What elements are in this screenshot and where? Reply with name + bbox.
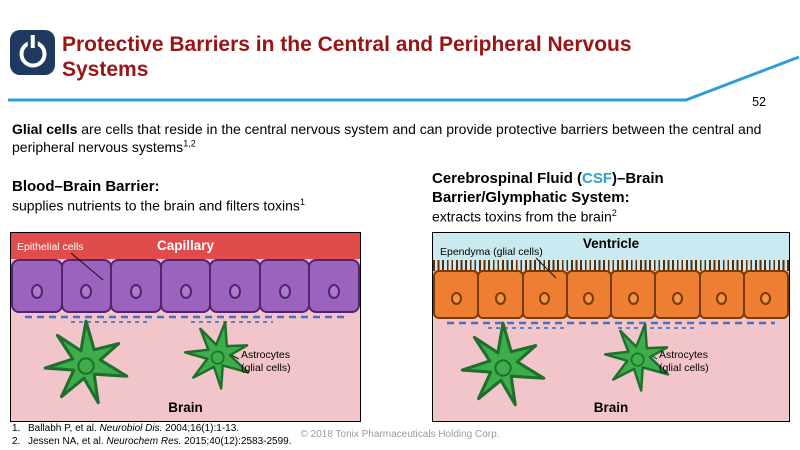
bbb-heading-line: Blood–Brain Barrier: [12, 178, 160, 195]
csf-heading-line2: Barrier/Glymphatic System: [432, 188, 630, 206]
astrocyte-shape [460, 321, 546, 407]
brain-label: Brain [593, 400, 629, 415]
ependyma-label: Ependyma (glial cells) [440, 246, 543, 258]
intro-sup: 1,2 [183, 138, 196, 149]
footnotes: 1. Ballabh P, et al. Neurobiol Dis. 2004;… [12, 422, 292, 448]
footnote-2: 2. Jessen NA, et al. Neurochem Res. 2015;… [12, 435, 292, 448]
ependymal-cell [610, 270, 657, 319]
csf-heading-prefix: Cerebrospinal Fluid ( [432, 170, 583, 187]
title-line1: Protective Barriers in the Central and P… [62, 33, 632, 56]
bbb-subheading-sup: 1 [299, 196, 305, 207]
leader-line [631, 342, 658, 360]
cell-nucleus [80, 284, 93, 299]
ependyma-cells-row [433, 270, 789, 319]
footnote-journal: Neurobiol Dis. [99, 423, 163, 434]
leader-line [207, 342, 240, 360]
footnote-1: 1. Ballabh P, et al. Neurobiol Dis. 2004;… [12, 422, 292, 435]
csf-heading-line1: Cerebrospinal Fluid (CSF)–Brain [432, 170, 664, 189]
brain-label: Brain [168, 400, 203, 415]
csf-subheading: extracts toxins from the brain2 [432, 208, 664, 226]
astrocytes-label-line2: (glial cells) [659, 362, 709, 375]
ependymal-cell [521, 270, 568, 319]
capillary-label: Capillary [156, 238, 215, 253]
epithelial-cell [110, 259, 162, 313]
csf-subheading-sup: 2 [611, 207, 617, 218]
cell-nucleus [328, 284, 341, 299]
cell-nucleus [450, 292, 462, 305]
copyright-notice: © 2018 Tonix Pharmaceuticals Holding Cor… [300, 429, 500, 440]
ependymal-cell [654, 270, 701, 319]
ependymal-cell [698, 270, 745, 319]
csf-subheading-text: extracts toxins from the brain [432, 208, 612, 225]
astrocytes-label-line2: (glial cells) [241, 362, 291, 375]
footnote-authors: Jessen NA, et al. [28, 436, 107, 448]
cell-nucleus [760, 292, 772, 305]
csf-heading: Cerebrospinal Fluid (CSF)–Brain Barrier/… [432, 170, 664, 226]
intro-text: Glial cells are cells that reside in the… [12, 120, 790, 157]
astrocytes-label: Astrocytes (glial cells) [659, 349, 709, 375]
epithelial-cell [60, 259, 113, 313]
footnote-number: 1. [12, 423, 21, 434]
astrocytes-label: Astrocytes (glial cells) [241, 349, 291, 375]
title-line2: Systems [62, 57, 149, 81]
cilia-fringe [433, 260, 789, 271]
cell-nucleus [30, 284, 43, 299]
ependymal-cell [433, 270, 480, 319]
csf-heading-suffix: )–Brain [612, 170, 664, 187]
cell-nucleus [716, 292, 728, 305]
epithelial-cell [258, 259, 311, 313]
astrocyte-shape [43, 319, 129, 405]
power-icon-stem [30, 35, 35, 48]
astrocytes-label-line1: Astrocytes [659, 349, 709, 361]
epithelial-cell [308, 259, 361, 313]
cell-nucleus [278, 284, 291, 299]
page-title: Protective Barriers in the Central and P… [62, 33, 632, 82]
cell-nucleus [494, 292, 506, 305]
astrocytes-label-line1: Astrocytes [241, 349, 291, 361]
bbb-subheading: supplies nutrients to the brain and filt… [12, 197, 305, 215]
epithelial-cells-row [11, 259, 361, 313]
epithelial-cell [159, 259, 212, 313]
blood-brain-barrier-heading: Blood–Brain Barrier: supplies nutrients … [12, 178, 305, 215]
cell-nucleus [671, 292, 683, 305]
footnote-authors: Ballabh P, et al. [28, 423, 100, 434]
cell-nucleus [583, 292, 595, 305]
csf-brain-barrier-diagram: Ventricle E [432, 232, 790, 422]
intro-bold: Glial cells [12, 121, 78, 137]
footnote-number: 2. [12, 436, 21, 448]
cell-nucleus [229, 284, 242, 299]
ventricle-label: Ventricle [582, 236, 640, 251]
cell-nucleus [179, 284, 192, 299]
cell-nucleus [627, 292, 639, 305]
epithelial-cell [209, 259, 261, 313]
cell-nucleus [129, 284, 142, 299]
footnote-citation: 2015;40(12):2583-2599. [181, 436, 292, 448]
footnote-journal: Neurochem Res. [106, 436, 182, 448]
ependymal-cell [742, 270, 789, 319]
epithelial-cell [11, 259, 63, 313]
intro-rest: are cells that reside in the central ner… [12, 121, 762, 156]
epithelial-cells-label: Epithelial cells [17, 241, 84, 253]
csf-abbrev: CSF [582, 170, 613, 187]
cell-nucleus [539, 292, 551, 305]
ependymal-cell [477, 270, 524, 319]
blood-brain-barrier-diagram: Capillary Epithelial ce [10, 232, 361, 422]
capillary-band: Capillary [11, 233, 360, 259]
ependymal-cell [565, 270, 612, 319]
footnote-citation: 2004;16(1):1-13. [162, 423, 240, 434]
bbb-subheading-text: supplies nutrients to the brain and filt… [12, 197, 300, 214]
page-number: 52 [752, 95, 766, 109]
tonix-logo [10, 30, 55, 75]
